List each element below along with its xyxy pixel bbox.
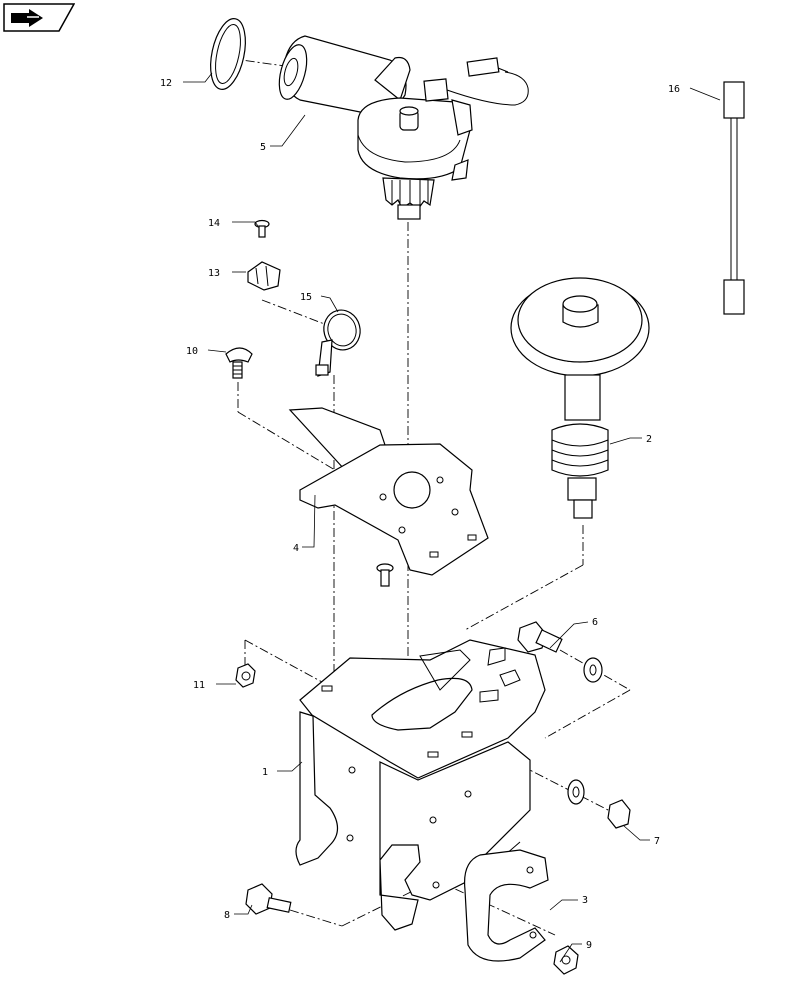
part-13-clip — [247, 261, 281, 291]
part-8-flange-bolt — [245, 883, 292, 915]
part-11-nut — [235, 663, 256, 688]
part-15-cable-tie — [315, 309, 361, 377]
part-2-gear-shaft — [510, 277, 650, 519]
callout-10: 10 — [186, 346, 198, 357]
part-6-washer — [583, 657, 603, 683]
callout-1: 1 — [262, 767, 268, 778]
callout-11: 11 — [193, 680, 205, 691]
callout-7: 7 — [654, 836, 660, 847]
callout-4: 4 — [293, 543, 299, 554]
callout-8: 8 — [224, 910, 230, 921]
part-4-screw — [376, 563, 394, 587]
return-to-index-icon[interactable] — [3, 3, 76, 32]
part-7-nut — [607, 799, 631, 829]
callout-9: 9 — [586, 940, 592, 951]
part-9-nut — [553, 945, 579, 975]
part-3-j-bracket — [463, 849, 549, 962]
callout-6: 6 — [592, 617, 598, 628]
leader-lines — [183, 72, 721, 963]
callout-12: 12 — [160, 78, 172, 89]
callout-14: 14 — [208, 218, 220, 229]
part-1-main-bracket — [295, 639, 546, 931]
part-12-seal-ring — [210, 18, 246, 90]
callouts: 1 2 3 4 5 6 7 8 9 10 11 12 13 14 15 16 — [160, 78, 680, 951]
part-10-carriage-bolt — [225, 347, 253, 379]
part-4-mounting-plate — [288, 407, 489, 576]
part-6-bolt — [517, 621, 563, 653]
callout-5: 5 — [260, 142, 266, 153]
part-16-harness — [723, 81, 745, 315]
callout-2: 2 — [646, 434, 652, 445]
part-5-motor — [278, 35, 529, 220]
callout-13: 13 — [208, 268, 220, 279]
callout-3: 3 — [582, 895, 588, 906]
callout-16: 16 — [668, 84, 680, 95]
callout-15: 15 — [300, 292, 312, 303]
part-14-screw — [254, 219, 270, 238]
part-7-washer — [567, 779, 585, 805]
